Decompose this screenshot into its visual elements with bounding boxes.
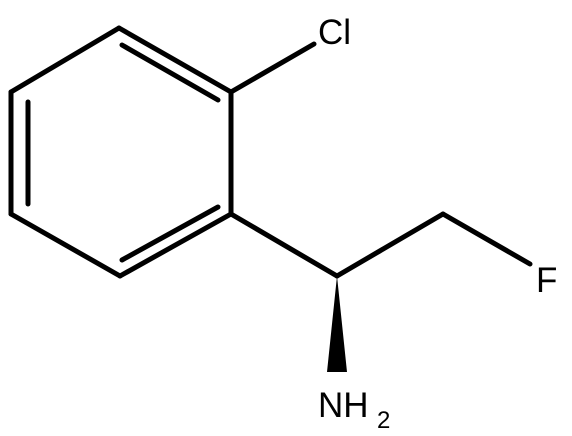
bond-ch2-f	[440, 211, 533, 267]
ring-bond-3-inner	[119, 204, 221, 263]
ring-bond-1	[116, 25, 234, 95]
wedge-bond-nh2	[327, 276, 347, 372]
bond-ring-chiral-carbon	[228, 211, 340, 279]
atom-label-nh-subscript: 2	[377, 407, 390, 434]
ring-bond-4	[8, 211, 123, 279]
atom-label-f: F	[536, 261, 557, 300]
atom-label-cl: Cl	[318, 13, 351, 52]
atom-label-nh: NH	[318, 386, 369, 425]
ring-bond-6	[8, 25, 122, 95]
ring-bond-1-inner	[119, 42, 221, 103]
bond-chiral-carbon-ch2	[334, 211, 446, 279]
ring-bond-3	[117, 211, 234, 279]
bond-ring-cl	[228, 41, 317, 95]
